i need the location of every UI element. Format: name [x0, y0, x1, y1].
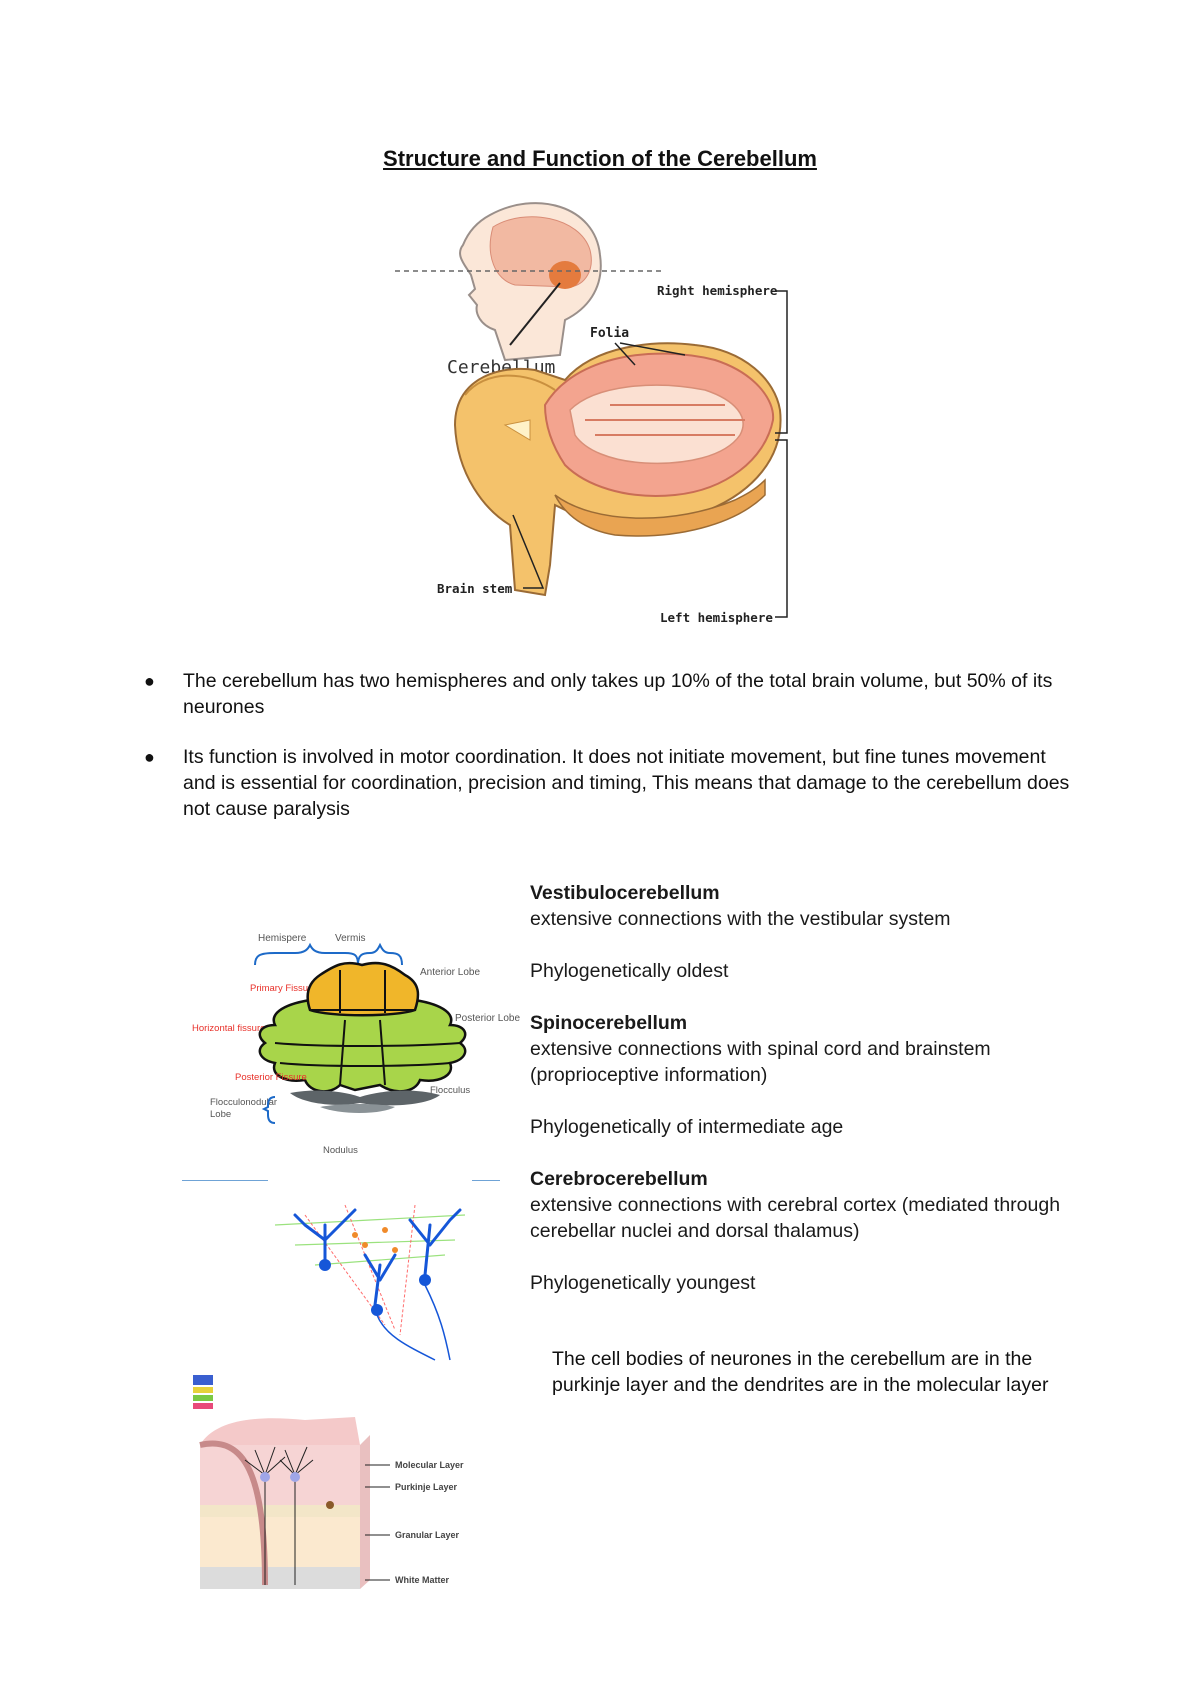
molecular-layer-label: Molecular Layer: [395, 1460, 464, 1470]
division-desc: extensive connections with the vestibula…: [530, 908, 951, 930]
bullet-icon: ●: [144, 671, 155, 691]
flocculus-label: Flocculus: [430, 1085, 470, 1096]
divider: [472, 1180, 500, 1181]
neuron-network-figure: [274, 1204, 466, 1361]
division-age: Phylogenetically oldest: [530, 960, 729, 982]
purkinje-layer-label: Purkinje Layer: [395, 1482, 458, 1492]
division-name: Spinocerebellum: [530, 1012, 688, 1034]
cortical-layers-figure: Molecular Layer Purkinje Layer Granular …: [193, 1375, 464, 1589]
division-name: Vestibulocerebellum: [530, 882, 720, 904]
folia-label: Folia: [590, 326, 629, 341]
posterior-fissure-label: Posterior Fissure: [235, 1072, 307, 1083]
lobe-label: Lobe: [210, 1109, 231, 1120]
granular-layer-label: Granular Layer: [395, 1530, 460, 1540]
nodulus-label: Nodulus: [323, 1145, 358, 1156]
division-vestibulocerebellum: Vestibulocerebellum extensive connection…: [530, 880, 1090, 984]
flocculonodular-brace: [261, 1096, 276, 1124]
anterior-lobe-label: Anterior Lobe: [420, 967, 480, 978]
cerebellum-anatomy-figure: Cerebellum Folia Right hemisphere Left h…: [395, 202, 788, 625]
division-age: Phylogenetically youngest: [530, 1272, 756, 1294]
division-desc: extensive connections with cerebral cort…: [530, 1194, 1061, 1242]
page-title: Structure and Function of the Cerebellum: [383, 146, 817, 171]
bullet-icon: ●: [144, 747, 155, 767]
white-matter-label: White Matter: [395, 1575, 449, 1585]
flocculonodular-label: Flocculonodular: [210, 1097, 277, 1108]
primary-fissure-label: Primary Fissure: [250, 983, 317, 994]
posterior-lobe-label: Posterior Lobe: [455, 1013, 520, 1024]
right-hemisphere-label: Right hemisphere: [657, 283, 778, 298]
division-cerebrocerebellum: Cerebrocerebellum extensive connections …: [530, 1166, 1090, 1296]
division-name: Cerebrocerebellum: [530, 1168, 708, 1190]
hemisphere-label: Hemispere: [258, 933, 307, 944]
division-age: Phylogenetically of intermediate age: [530, 1116, 844, 1138]
vermis-brace: [357, 942, 403, 966]
division-desc: extensive connections with spinal cord a…: [530, 1038, 991, 1086]
list-item: ● The cerebellum has two hemispheres and…: [144, 670, 1053, 718]
cerebellum-lobes-figure: Hemispere Vermis Anterior Lobe Primary F…: [192, 933, 520, 1156]
cell-bodies-note: The cell bodies of neurones in the cereb…: [552, 1348, 1049, 1396]
left-hemisphere-label: Left hemisphere: [660, 610, 773, 625]
divisions-list: Vestibulocerebellum extensive connection…: [530, 880, 1090, 1322]
bullet-list: ● The cerebellum has two hemispheres and…: [136, 668, 1076, 846]
divider: [182, 1180, 268, 1181]
brain-stem-label: Brain stem: [437, 581, 513, 596]
list-item: ● Its function is involved in motor coor…: [144, 746, 1070, 820]
horizontal-fissure-label: Horizontal fissure: [192, 1023, 265, 1034]
division-spinocerebellum: Spinocerebellum extensive connections wi…: [530, 1010, 1090, 1140]
vermis-label: Vermis: [335, 933, 366, 944]
hemisphere-brace: [254, 942, 359, 966]
